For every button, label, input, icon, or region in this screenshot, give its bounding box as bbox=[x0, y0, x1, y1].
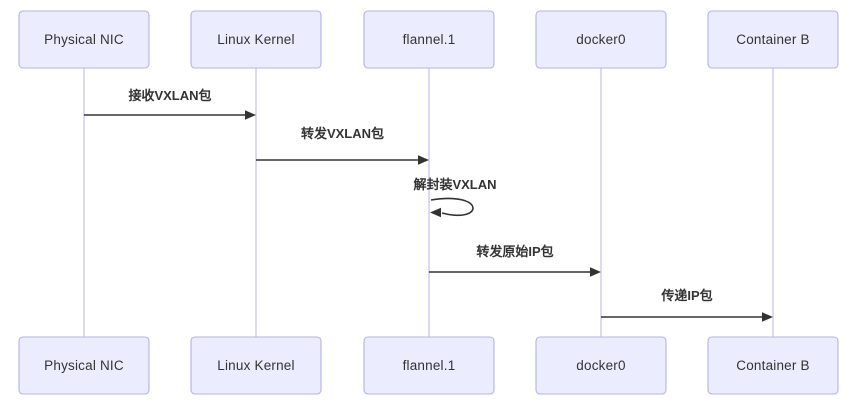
message-label-msg-receive-vxlan: 接收VXLAN包 bbox=[128, 88, 211, 103]
actor-label-linux-kernel-bottom: Linux Kernel bbox=[217, 358, 294, 373]
actor-linux-kernel-bottom[interactable]: Linux Kernel bbox=[190, 336, 322, 395]
actor-label-physical-nic-top: Physical NIC bbox=[44, 32, 124, 47]
message-label-msg-deliver-ip: 传递IP包 bbox=[660, 288, 712, 303]
lifelines-group bbox=[83, 68, 774, 337]
actor-label-physical-nic-bottom: Physical NIC bbox=[44, 358, 124, 373]
actor-label-flannel1-top: flannel.1 bbox=[403, 32, 456, 47]
actor-box-physical-nic-bottom[interactable] bbox=[18, 336, 150, 395]
message-label-msg-forward-original-ip: 转发原始IP包 bbox=[476, 244, 553, 259]
actor-linux-kernel-top[interactable]: Linux Kernel bbox=[190, 10, 322, 69]
actor-label-container-b-top: Container B bbox=[736, 32, 810, 47]
actor-box-container-b-bottom[interactable] bbox=[707, 336, 839, 395]
actor-box-linux-kernel-top[interactable] bbox=[190, 10, 322, 69]
message-msg-deliver-ip[interactable]: 传递IP包 bbox=[601, 288, 773, 322]
message-label-msg-decap-vxlan: 解封装VXLAN bbox=[412, 177, 496, 192]
actor-label-linux-kernel-top: Linux Kernel bbox=[217, 32, 294, 47]
actor-box-flannel1-bottom[interactable] bbox=[363, 336, 495, 395]
actor-flannel1-top[interactable]: flannel.1 bbox=[363, 10, 495, 69]
arrowhead-msg-decap-vxlan bbox=[430, 207, 441, 218]
actor-box-docker0-bottom[interactable] bbox=[535, 336, 667, 395]
actor-box-flannel1-top[interactable] bbox=[363, 10, 495, 69]
message-msg-receive-vxlan[interactable]: 接收VXLAN包 bbox=[84, 88, 256, 120]
actor-label-flannel1-bottom: flannel.1 bbox=[403, 358, 456, 373]
actor-docker0-top[interactable]: docker0 bbox=[535, 10, 667, 69]
arrowhead-msg-deliver-ip bbox=[762, 312, 773, 322]
actor-box-docker0-top[interactable] bbox=[535, 10, 667, 69]
actor-label-container-b-bottom: Container B bbox=[736, 358, 810, 373]
message-msg-decap-vxlan[interactable]: 解封装VXLAN bbox=[412, 177, 497, 218]
actor-physical-nic-bottom[interactable]: Physical NIC bbox=[18, 336, 150, 395]
arrowhead-msg-forward-vxlan bbox=[418, 155, 429, 165]
actor-docker0-bottom[interactable]: docker0 bbox=[535, 336, 667, 395]
actor-box-physical-nic-top[interactable] bbox=[18, 10, 150, 69]
actor-container-b-top[interactable]: Container B bbox=[707, 10, 839, 69]
arrowhead-msg-forward-original-ip bbox=[590, 267, 601, 277]
actor-label-docker0-bottom: docker0 bbox=[576, 358, 625, 373]
actor-box-container-b-top[interactable] bbox=[707, 10, 839, 69]
arrowhead-msg-receive-vxlan bbox=[245, 110, 256, 120]
message-msg-forward-vxlan[interactable]: 转发VXLAN包 bbox=[256, 126, 429, 165]
actor-container-b-bottom[interactable]: Container B bbox=[707, 336, 839, 395]
actor-physical-nic-top[interactable]: Physical NIC bbox=[18, 10, 150, 69]
actor-flannel1-bottom[interactable]: flannel.1 bbox=[363, 336, 495, 395]
actor-boxes-bottom-group: Physical NIC Linux Kernel flannel.1 docker0… bbox=[18, 336, 839, 395]
actor-box-linux-kernel-bottom[interactable] bbox=[190, 336, 322, 395]
message-msg-forward-original-ip[interactable]: 转发原始IP包 bbox=[429, 244, 601, 277]
actor-label-docker0-top: docker0 bbox=[576, 32, 625, 47]
actor-boxes-top-group: Physical NIC Linux Kernel flannel.1 docker0… bbox=[18, 10, 839, 69]
message-loop-path-msg-decap-vxlan bbox=[430, 197, 474, 217]
message-label-msg-forward-vxlan: 转发VXLAN包 bbox=[301, 126, 384, 141]
